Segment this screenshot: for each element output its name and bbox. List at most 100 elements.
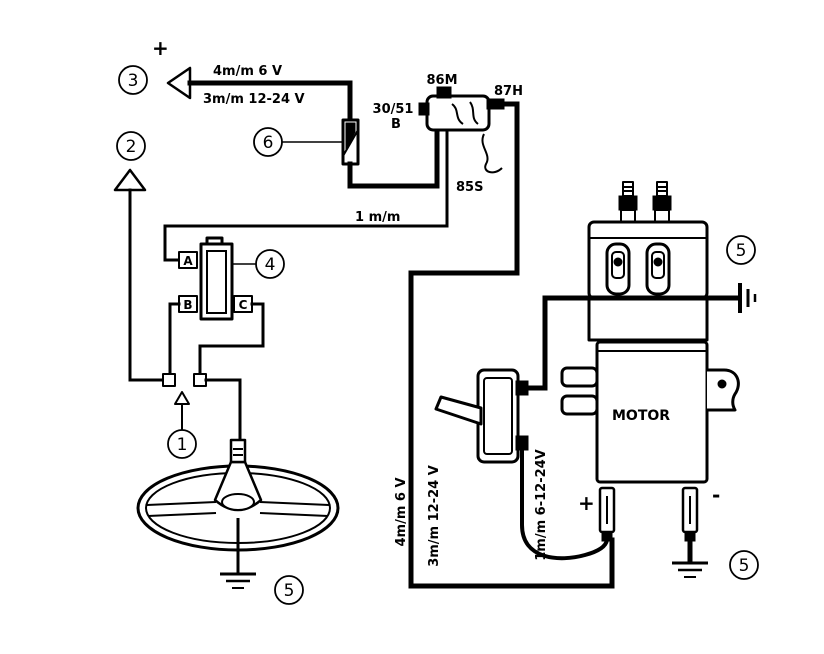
terminal-3-arrow-icon <box>166 66 192 100</box>
motor-bracket-hook <box>707 368 740 412</box>
wire-vertical-label-1: 4m/m 6 V <box>394 477 409 546</box>
lug-slot <box>611 251 625 279</box>
fuse-link <box>342 129 359 157</box>
fitting-nut <box>618 195 638 211</box>
motor-mount-tab <box>560 366 599 388</box>
callout-ring <box>274 575 304 605</box>
callout-ring <box>729 550 759 580</box>
callout-4: 4 <box>255 249 285 279</box>
relay <box>418 86 505 174</box>
wire-fuse-to-relay <box>347 127 440 189</box>
callout-ring <box>253 127 283 157</box>
callout-5-wheel: 5 <box>274 575 304 605</box>
wire-terminal-c <box>198 302 265 376</box>
positive-sign: + <box>152 36 169 60</box>
relay-terminal-86 <box>436 86 452 99</box>
solenoid-lug-left <box>605 242 631 296</box>
compressor-motor <box>560 181 740 484</box>
fuse <box>341 118 360 166</box>
horn-contact-right <box>193 373 207 387</box>
wire-top <box>187 80 353 123</box>
terminal-c-label: C <box>239 298 248 312</box>
terminal-b-label: B <box>183 298 192 312</box>
terminal-a <box>178 251 198 269</box>
wire-horn-button <box>204 378 242 442</box>
block-body <box>199 242 234 321</box>
solenoid-lug-right <box>645 242 671 296</box>
callout-number: 1 <box>177 435 188 455</box>
terminal-2-arrow-icon <box>113 168 147 192</box>
lug-slot <box>651 251 665 279</box>
callout-number: 2 <box>126 137 137 157</box>
wire-control-label: 1 m/m <box>355 210 400 225</box>
wire-top-label-1: 4m/m 6 V <box>213 64 282 79</box>
block-inner <box>206 250 227 314</box>
switch-lever <box>434 395 483 426</box>
negative-connector <box>681 486 699 542</box>
wheel-hub-boss <box>221 493 255 511</box>
switch-face <box>483 377 513 455</box>
arrow-up-icon <box>174 391 190 405</box>
wheel-spoke-left <box>146 501 217 506</box>
motor-bracket-hole <box>717 379 727 389</box>
air-fitting-left <box>618 181 638 223</box>
fitting-nipple <box>622 181 634 197</box>
callout-2: 2 <box>116 131 146 161</box>
wire-top-label-2: 3m/m 12-24 V <box>203 92 305 107</box>
callout-number: 3 <box>128 71 139 91</box>
wire-vertical-label-2: 3m/m 12-24 V <box>427 465 442 567</box>
fitting-nut <box>652 195 672 211</box>
negative-connector-sign: - <box>712 483 720 507</box>
motor-mount-tab <box>560 394 599 416</box>
terminal-a-label: A <box>183 254 193 268</box>
lug-nut <box>653 257 663 267</box>
horn-button-cap <box>229 438 247 464</box>
fitting-base <box>620 209 636 223</box>
callout-ring <box>255 249 285 279</box>
lug-nut <box>613 257 623 267</box>
callout-5-bottom: 5 <box>729 550 759 580</box>
wire-switch-label: 1m/m 6-12-24V <box>534 449 549 561</box>
callout-number: 6 <box>263 133 274 153</box>
fitting-base <box>654 209 670 223</box>
connector-crimp <box>601 531 613 542</box>
compressor-cylinder <box>587 296 709 342</box>
callout-ring <box>118 65 148 95</box>
relay-terminal-87 <box>486 98 505 110</box>
relay-label-30-b: B <box>391 117 401 132</box>
toggle-switch <box>434 368 529 464</box>
relay-label-86: 86M <box>426 73 457 88</box>
positive-connector <box>598 486 616 542</box>
switch-terminal-bottom <box>515 435 529 451</box>
relay-detail <box>451 101 479 125</box>
relay-label-30: 30/51 <box>373 102 414 117</box>
wire-terminal-2 <box>128 188 165 382</box>
wheel-spoke-left <box>147 512 217 517</box>
callout-number: 4 <box>265 255 276 275</box>
relay-loose-lead <box>481 133 503 174</box>
wire-control <box>163 128 449 262</box>
callout-number: 5 <box>736 241 747 261</box>
wire-switch-to-ground <box>525 295 741 391</box>
motor-label: MOTOR <box>612 408 670 424</box>
callout-3: 3 <box>118 65 148 95</box>
callout-ring <box>726 235 756 265</box>
ground-symbol-right-icon <box>738 283 757 313</box>
wire-main-feed <box>408 101 615 589</box>
wire-switch-feed <box>520 448 609 561</box>
horn-contact-left <box>162 373 176 387</box>
relay-body <box>425 94 491 132</box>
wheel-spoke-right <box>259 501 330 506</box>
callout-1: 1 <box>167 429 197 459</box>
wire-terminal-b <box>168 302 181 376</box>
positive-connector-sign: + <box>578 491 595 515</box>
callout-number: 5 <box>739 556 750 576</box>
fuse-element <box>345 122 356 151</box>
callout-ring <box>116 131 146 161</box>
switch-terminal-top <box>515 380 529 396</box>
relay-terminal-30 <box>418 102 430 116</box>
relay-label-87: 87H <box>494 84 523 99</box>
ground-symbol-bottom-icon <box>672 561 708 578</box>
callout-ring <box>167 429 197 459</box>
